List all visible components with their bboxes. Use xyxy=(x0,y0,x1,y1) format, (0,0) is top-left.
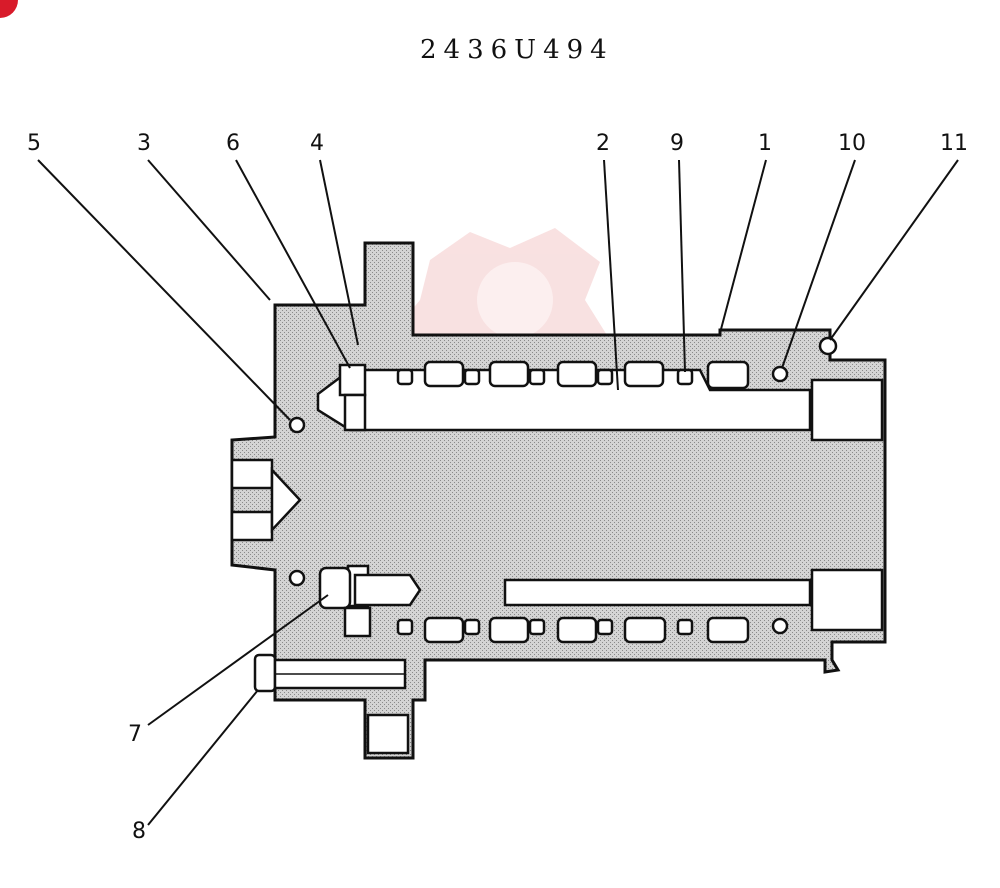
callout-label: 6 xyxy=(226,131,240,156)
leader-lines xyxy=(37,159,959,826)
callout-label: 5 xyxy=(27,131,41,156)
callout-label: 4 xyxy=(310,131,324,156)
seals-and-fittings xyxy=(288,336,838,755)
corner-badge-icon xyxy=(0,0,18,18)
callout-label: 10 xyxy=(838,131,866,156)
annular-grooves-bottom xyxy=(396,616,789,644)
mounting-bolt xyxy=(253,653,407,693)
callout-label: 1 xyxy=(758,131,772,156)
hydraulic-cylinder-section xyxy=(230,241,887,760)
callout-label: 11 xyxy=(940,131,968,156)
callout-labels: 5 3 6 4 2 9 1 10 11 7 8 xyxy=(27,131,968,844)
callout-label: 9 xyxy=(670,131,684,156)
annular-grooves-top xyxy=(396,360,789,390)
callout-label: 3 xyxy=(137,131,151,156)
callout-label: 8 xyxy=(132,819,146,844)
diagram-title: 2436U494 xyxy=(420,35,614,65)
spool-end xyxy=(230,458,302,542)
callout-label: 2 xyxy=(596,131,610,156)
callout-label: 7 xyxy=(128,722,142,747)
